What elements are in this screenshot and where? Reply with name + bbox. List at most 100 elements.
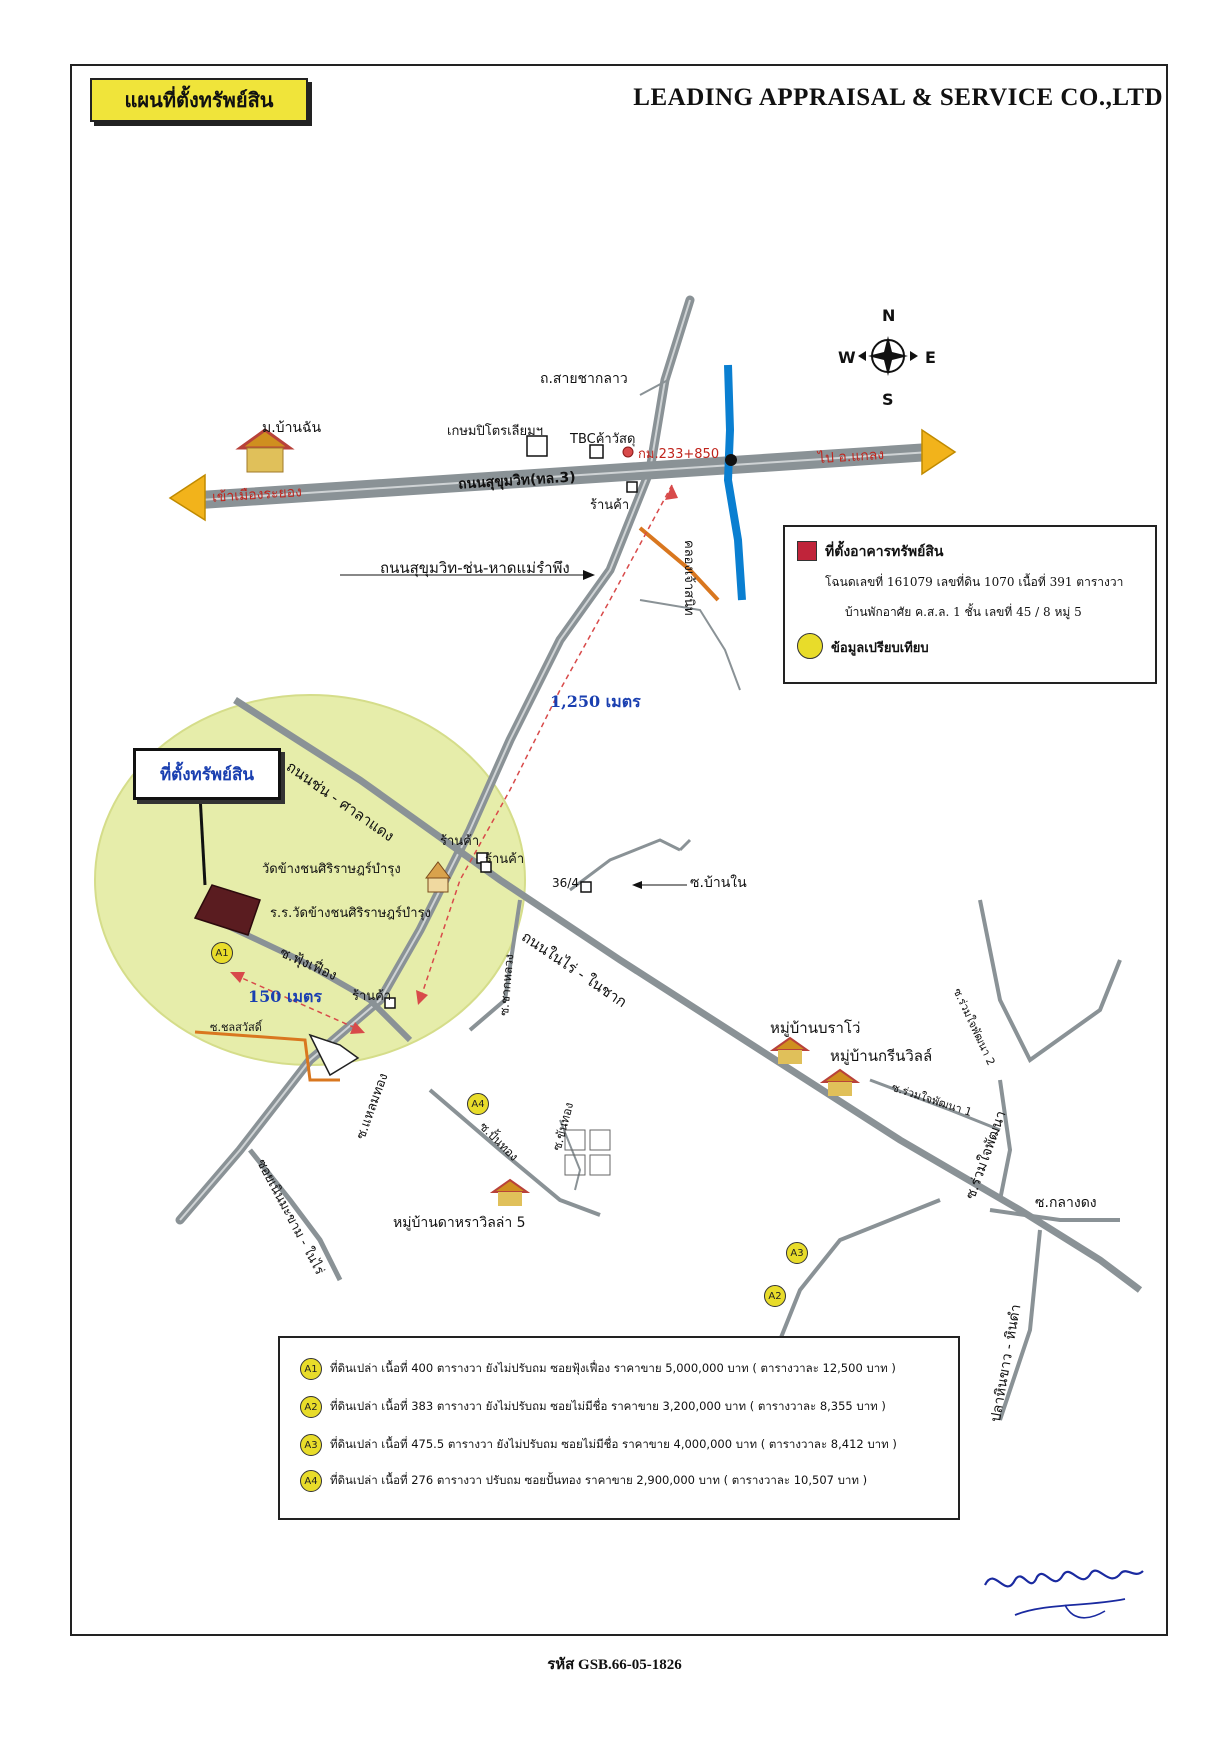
thin-road-chak-lao <box>639 379 669 396</box>
khan-thong-plots <box>564 1129 611 1176</box>
signature <box>984 1569 1144 1619</box>
legend-compare-swatch <box>797 633 823 659</box>
house-icon <box>819 1068 861 1096</box>
chon-sawat-plot <box>308 1033 360 1077</box>
place-label-kasem: เกษมปิโตรเลียมฯ <box>447 424 544 439</box>
distance-line-main <box>419 484 673 1001</box>
road-soi-klang-dong <box>989 1208 1120 1222</box>
road-label-sai-chak-lao: ถ.สายชากลาว <box>540 371 628 387</box>
road-label-klang-dong: ซ.กลางดง <box>1035 1195 1097 1211</box>
road-label-sukhumvit-chon: ถนนสุขุมวิท-ช่น-หาดแม่รำพึง <box>380 559 570 577</box>
legend-box: ที่ตั้งอาคารทรัพย์สิน โฉนดเลขที่ 161079 … <box>783 525 1157 684</box>
comparable-row: A3 ที่ดินเปล่า เนื้อที่ 475.5 ตารางวา ยัง… <box>300 1434 897 1456</box>
comparable-row: A1 ที่ดินเปล่า เนื้อที่ 400 ตารางวา ยังไม… <box>300 1358 896 1380</box>
map-badge-a3: A3 <box>786 1242 808 1264</box>
road-label-to-klaeng: ไป อ.แกลง <box>817 446 885 468</box>
comparable-text: ที่ดินเปล่า เนื้อที่ 400 ตารางวา ยังไม่ป… <box>330 1361 896 1375</box>
map-badge-a4: A4 <box>467 1093 489 1115</box>
pointer-arrow-ban-nai <box>632 881 687 889</box>
road-soi-ban-nai <box>569 838 681 892</box>
place-label-green: หมู่บ้านกรีนวิลล์ <box>830 1047 933 1065</box>
compass-n: N <box>882 306 896 325</box>
road-soi-ruam-jai <box>998 1079 1013 1201</box>
house-icon <box>235 428 295 473</box>
comparable-text: ที่ดินเปล่า เนื้อที่ 475.5 ตารางวา ยังไม… <box>330 1437 897 1451</box>
place-label-36-4: 36/4 <box>552 876 579 890</box>
landmark-markers <box>384 435 638 1009</box>
place-label-tbc: TBCค้าวัสดุ <box>570 432 636 447</box>
road-label-chon-sawat: ซ.ชลสวัสดิ์ <box>210 1021 262 1034</box>
km-post-marker <box>622 446 634 458</box>
compass-s: S <box>882 390 894 409</box>
compass-e: E <box>925 348 936 367</box>
road-label-soi-ban-nai: ซ.บ้านใน <box>690 875 747 891</box>
road-sukhumvit-chon-inner <box>179 299 691 1221</box>
distance-line-side <box>234 974 361 1031</box>
comparable-row: A2 ที่ดินเปล่า เนื้อที่ 383 ตารางวา ยังไม… <box>300 1396 886 1418</box>
compass-rose <box>858 336 918 376</box>
place-label-dara: หมู่บ้านดาหราวิลล่า 5 <box>393 1215 526 1231</box>
property-callout: ที่ตั้งทรัพย์สิน <box>133 748 281 800</box>
house-icon <box>489 1178 531 1206</box>
road-soi-pan-thong <box>428 1088 601 1217</box>
property-pointer <box>198 794 207 886</box>
place-label-wat: วัดข้างชนศิริราษฎร์บำรุง <box>262 862 401 877</box>
document-code: รหัส GSB.66-05-1826 <box>547 1657 682 1673</box>
road-south-branch <box>778 1198 941 1341</box>
place-label-shop-2: ร้านค้า <box>440 834 480 849</box>
comparable-badge: A2 <box>300 1396 322 1418</box>
canal-label: คลองเจ้าสนิท <box>681 540 696 616</box>
pointer-arrow-sukhumvit-chon <box>340 570 595 580</box>
chon-sawat-road <box>194 1030 340 1082</box>
road-soi-ruam-jai-1 <box>869 1078 1001 1132</box>
map-badge-a1: A1 <box>211 942 233 964</box>
comparable-badge: A1 <box>300 1358 322 1380</box>
map-frame <box>70 64 1168 1636</box>
comparable-badge: A4 <box>300 1470 322 1492</box>
temple-icon <box>425 861 451 893</box>
legend-house: บ้านพักอาศัย ค.ส.ล. 1 ชั้น เลขที่ 45 / 8… <box>845 605 1082 619</box>
road-soi-chak-luang <box>468 899 522 1032</box>
road-sukhumvit <box>191 443 939 509</box>
km-post-label: กม.233+850 <box>638 447 720 462</box>
comparable-text: ที่ดินเปล่า เนื้อที่ 383 ตารางวา ยังไม่ป… <box>330 1399 886 1413</box>
place-label-bara: หมู่บ้านบราโว่ <box>770 1019 861 1037</box>
arrow-to-klaeng <box>921 428 957 476</box>
road-soi-fung-fueang <box>213 917 413 1043</box>
distance-arrow-left <box>230 972 245 983</box>
road-soi-noen-makham <box>248 1148 343 1282</box>
legend-property-title: ที่ตั้งอาคารทรัพย์สิน <box>825 544 944 560</box>
road-pla-lan <box>998 1229 1042 1421</box>
company-name: LEADING APPRAISAL & SERVICE CO.,LTD <box>633 84 1163 111</box>
distance-arrow-down <box>416 990 428 1005</box>
comparables-box: A1 ที่ดินเปล่า เนื้อที่ 400 ตารางวา ยังไม… <box>278 1336 960 1520</box>
distance-label-main: 1,250 เมตร <box>550 692 641 711</box>
arrow-to-rayong <box>168 473 206 522</box>
legend-property-swatch <box>797 541 817 561</box>
road-ban-nai-branch <box>678 838 692 852</box>
road-chon-sala-daeng <box>233 697 1143 1293</box>
bridge-marker <box>725 454 737 466</box>
road-soi-khan-thong <box>559 1119 582 1191</box>
compass-w: W <box>838 348 856 367</box>
distance-arrow-up <box>665 485 678 500</box>
place-label-shop-3: ร้านค้า <box>485 852 525 867</box>
distance-arrow-right <box>350 1022 365 1034</box>
place-label-shop-4: ร้านค้า <box>352 989 392 1004</box>
place-label-school: ร.ร.วัดข้างชนศิริราษฎร์บำรุง <box>270 906 431 921</box>
place-label-shop-1: ร้านค้า <box>590 498 630 513</box>
place-label-moo-ban-chan: ม.บ้านฉัน <box>262 420 322 436</box>
comparable-text: ที่ดินเปล่า เนื้อที่ 276 ตารางวา ปรับถม … <box>330 1473 868 1487</box>
orange-road <box>638 526 720 602</box>
legend-deed: โฉนดเลขที่ 161079 เลขที่ดิน 1070 เนื้อที… <box>825 575 1124 589</box>
map-badge-a2: A2 <box>764 1285 786 1307</box>
map-title: แผนที่ตั้งทรัพย์สิน <box>90 78 308 122</box>
thin-road-east <box>639 599 741 691</box>
comparable-row: A4 ที่ดินเปล่า เนื้อที่ 276 ตารางวา ปรับถ… <box>300 1470 867 1492</box>
road-soi-ruam-jai-2 <box>978 899 1122 1063</box>
comparable-badge: A3 <box>300 1434 322 1456</box>
legend-compare-label: ข้อมูลเปรียบเทียบ <box>831 641 929 656</box>
house-icon <box>769 1036 811 1064</box>
canal-line <box>723 364 746 601</box>
distance-label-side: 150 เมตร <box>248 987 322 1006</box>
